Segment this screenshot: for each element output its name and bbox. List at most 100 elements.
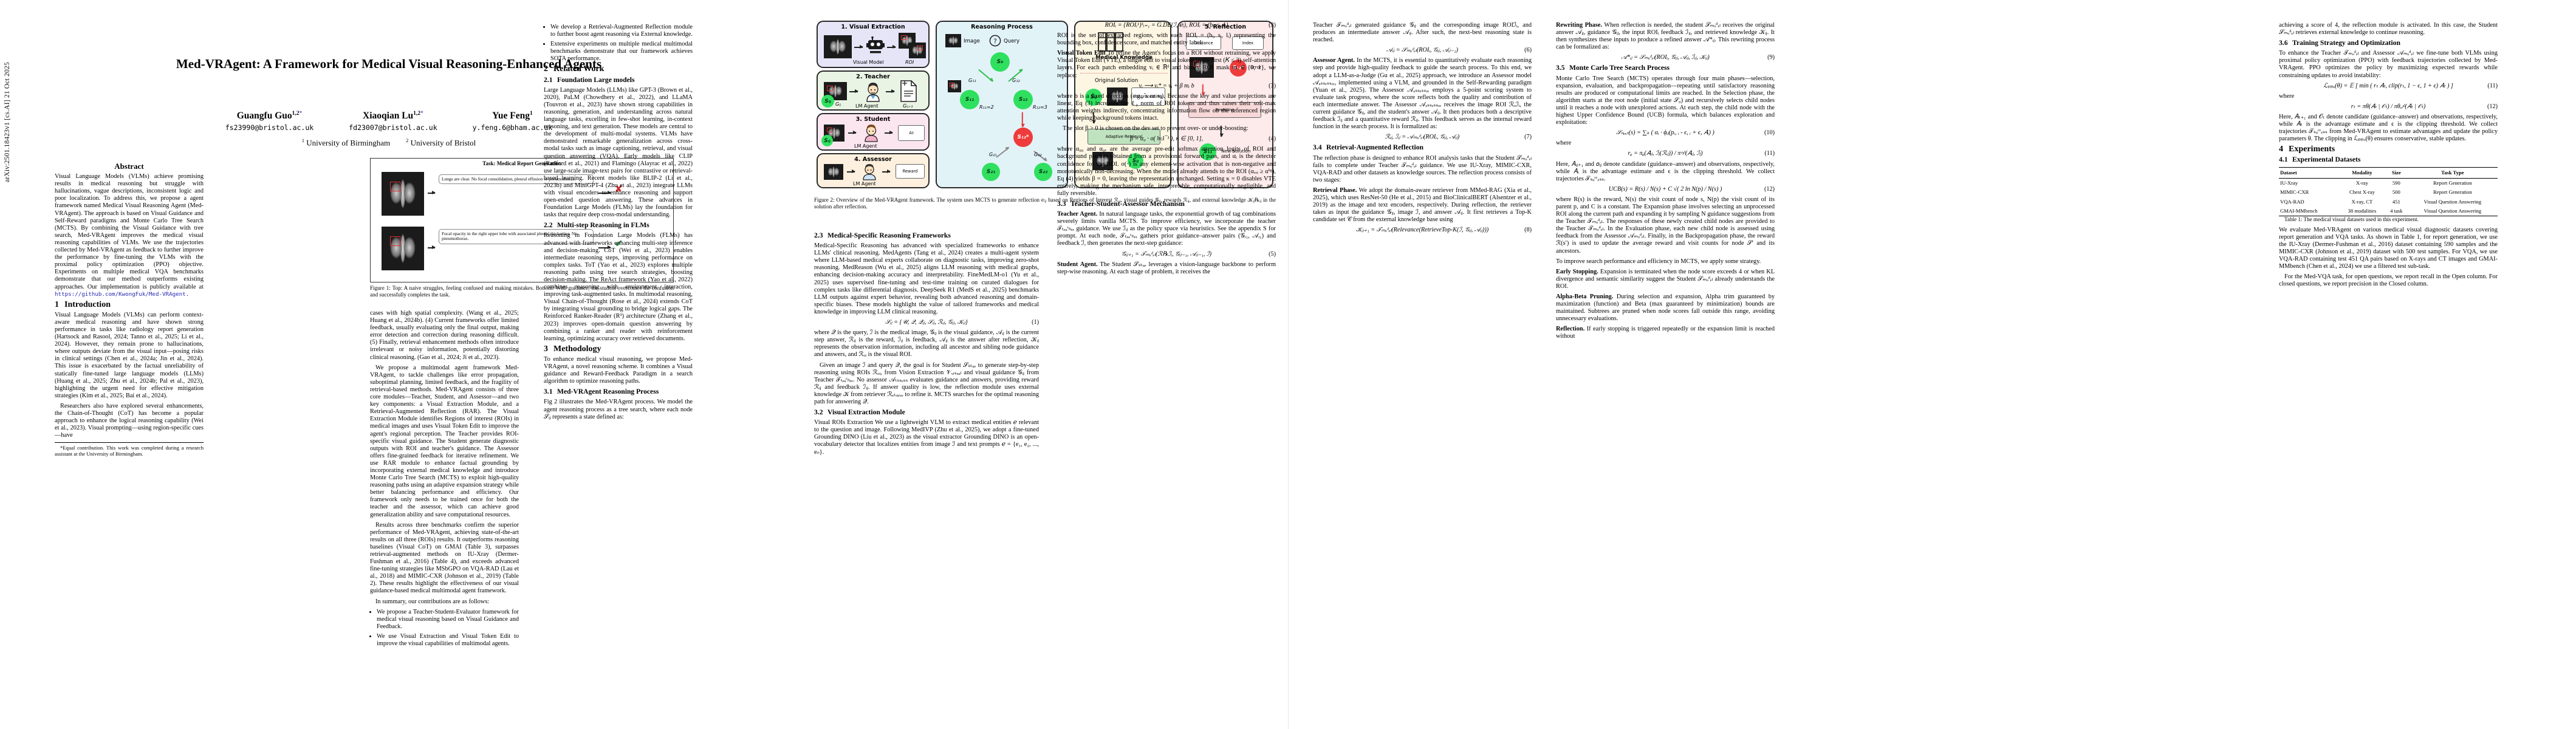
col7-para-3: Here, 𝐴ᵢⱼ₊₁ and 𝑜ᵢⱼ denote candidate (gu… — [1556, 160, 1775, 182]
figure-1-caption: Figure 1: Top: A naive struggles, feelin… — [370, 285, 674, 298]
tree-edge — [978, 69, 993, 82]
state-node: Sᵢⱼ — [821, 135, 833, 146]
equation-13: ℒₚₚₒ(θ) = 𝔼 [ min ( rₜ 𝐴ₜ, clip(rₜ, 1 − … — [2323, 82, 2498, 89]
list-item: We propose a Teacher-Student-Evaluator f… — [377, 609, 519, 631]
table-row: GMAI-MMbench 38 modalities 4 task Visual… — [2279, 206, 2498, 216]
col8-para-2: Here, 𝐴ₜ₊₁ and 𝒪ₜ denote candidate (guid… — [2279, 113, 2498, 143]
panel-teacher: 2. Teacher Sᵢⱼ Gᵢⱼ LM Agent Gᵢⱼ₊₁ — [817, 70, 930, 111]
panel-title: 2. Teacher — [856, 74, 890, 80]
edge-label-g11: G₁₁ — [968, 78, 976, 83]
arrow-icon — [886, 89, 895, 93]
svg-text:?: ? — [993, 38, 997, 46]
equation-3: vᵢ ⟶ vᵢ* = vᵢ + β mᵢ b(3) — [1139, 82, 1276, 89]
query-icon: ? — [989, 35, 1001, 50]
panel-title: 3. Student — [855, 116, 891, 123]
equation-11: rᵨ = πᵨ(𝐴ᵢⱼ, ℐⱼ(ℛᵢⱼ)) / πᵊₗᵈ(𝐴ᵢⱼ, ℐⱼ)(11… — [1628, 150, 1775, 157]
xray-thumb — [1107, 87, 1128, 106]
visual-model-label: Visual Model — [853, 60, 884, 65]
table-row: IU-Xray X-ray 590 Report Generation — [2280, 180, 2472, 187]
arrow-icon — [882, 169, 891, 173]
column-5: ROIᵢ = {ROIᵢ¹}ᵏᵢ₌₁ = G.DE(ℐ, ℯᵢ), ROIᵢ =… — [1057, 22, 1276, 720]
col5-para-1: ROI is the set of extracted regions, wit… — [1057, 32, 1276, 47]
abstract-url[interactable]: https://github.com/KwongFuk/Med-VRAgent. — [55, 290, 190, 298]
col4-para-1: Medical-Specific Reasoning has advanced … — [814, 242, 1039, 315]
state-node: Sᵢⱼ — [821, 95, 834, 108]
section-1-para-1: Visual Language Models (VLMs) can perfor… — [55, 311, 204, 399]
column-3: We develop a Retrieval-Augmented Reflect… — [544, 22, 693, 720]
tree-node-s11: S₁₁ — [960, 90, 979, 109]
col5-para-6: Teacher Agent. In natural language tasks… — [1057, 211, 1276, 247]
roi-box — [390, 182, 400, 191]
col7-para-4: where R(s) is the reward, N(s) the visit… — [1556, 196, 1775, 255]
col2-para-4: In summary, our contributions are as fol… — [375, 598, 490, 605]
col5-para-2: Visual Token Edit To refine the Agent's … — [1057, 50, 1276, 79]
xray-roi-thumb — [948, 80, 961, 92]
preprocessing-chip: Preprocessing — [1131, 87, 1165, 106]
student-icon — [862, 123, 881, 142]
col7-where-label: where — [1556, 140, 1572, 147]
equation-7: ℛᵢⱼ, ℐᵢⱼ = 𝒜ₘₒᵈₑₗ(ROIᵢ, 𝒢ᵢⱼ, 𝒜ᵢⱼ)(7) — [1385, 134, 1532, 141]
col8-para-0: achieving a score of 4, the reflection m… — [2279, 22, 2498, 36]
col6-para-2: The reflection phase is designed to enha… — [1313, 154, 1532, 183]
roi-box — [827, 86, 833, 91]
author-email: fs23990@bristol.ac.uk — [225, 123, 314, 132]
guidance-chip: Guidance — [1186, 36, 1221, 50]
equation-8: 𝒦ᵢⱼ₊₁ = 𝒯ₘₒᵈₑₗ(Relevance(RetrieveTop-K(ℐ… — [1355, 227, 1532, 234]
xray-thumb-bottom — [382, 227, 424, 270]
col2-para-1: cases with high spatial complexity. (Wan… — [370, 310, 519, 361]
roi-box — [390, 236, 400, 246]
col8-para-1: To enhance the Teacher 𝒯ₘₒᵈₑₗ and Assess… — [2279, 50, 2498, 79]
list-item: We develop a Retrieval-Augmented Reflect… — [550, 24, 693, 38]
tree-edge-error — [1022, 112, 1023, 127]
column-header-modality: Modality — [2338, 166, 2385, 179]
xray-thumb — [1190, 57, 1214, 78]
col4-para-4: Visual ROIs Extraction We use a lightwei… — [814, 419, 1039, 456]
state-node: Sᵢⱼ — [1128, 153, 1143, 169]
assessor-icon — [860, 162, 879, 180]
rewriting-chip: Rewriting — [1188, 102, 1261, 118]
edge-label-g21: G₂₁ — [989, 152, 997, 157]
col8-where-label: where — [2279, 92, 2295, 100]
image-label: Image — [964, 38, 980, 44]
table-1-caption: Table 1: The medical visual datasets use… — [2284, 216, 2419, 222]
state-node: Sᵢⱼ — [1085, 89, 1102, 106]
equation-1: 𝒮ᵢⱼ = {𝒰, 𝒬, 𝒬ᵢⱼ, 𝒮ᵢⱼ, ℛᵢⱼ, 𝒢ᵢⱼ, 𝒦ᵢⱼ}(1) — [885, 319, 1039, 326]
arrow-icon — [848, 131, 857, 134]
column-6: Teacher 𝒯ₘₒᵈₑₗ generated guidance 𝒢ᵢⱼ an… — [1313, 22, 1532, 720]
tree-node-root: S₀ — [990, 52, 1010, 72]
table-row: MIMIC-CXR Chest X-ray 500 Report Generat… — [2280, 189, 2472, 196]
col5-para-3: where b is a fixed direction (e.g., ̂s o… — [1057, 92, 1276, 122]
equation-12: UCB(s) = R(s) / N(s) + C √( 2 ln N(p) / … — [1608, 185, 1775, 193]
arrow-icon — [887, 45, 896, 49]
panel-visual-extraction: 1. Visual Extraction Visual Model ROI — [817, 21, 930, 68]
section-3-1-para: Fig 2 illustrates the Med-VRAgent proces… — [544, 399, 693, 420]
author-email: fd23007@bristol.ac.uk — [349, 123, 437, 132]
col8-para-4: For the Med-VQA task, for open questions… — [2279, 273, 2498, 288]
error-node: S₁₂* — [1230, 60, 1247, 77]
document-icon — [899, 80, 917, 102]
equation-9: 𝒜*ᵢⱼ = 𝒮ₘₒᵈₑₗ(ROIᵢ, 𝒢ᵢⱼ, 𝒜ᵢⱼ, ℐᵢⱼ, 𝒦ᵢⱼ)(… — [1621, 54, 1775, 61]
figure-1-title: Task: Medical Report Generation — [482, 160, 561, 166]
roi-box — [950, 83, 954, 87]
books-icon — [1097, 32, 1124, 55]
tree-node-s21: S₂₁ — [982, 163, 1000, 181]
arrow-icon — [854, 45, 863, 49]
equation-2: ROIᵢ = {ROIᵢ¹}ᵏᵢ₌₁ = G.DE(ℐ, ℯᵢ), ROIᵢ =… — [1105, 22, 1276, 29]
datasets-table: Dataset Modality Size Task Type IU-Xray … — [2279, 166, 2498, 216]
author-name: Xiaoqian Lu1,2* — [363, 111, 423, 122]
col4-para-2: where 𝒬 is the query, ℐ is the medical i… — [814, 329, 1039, 358]
equation-5: 𝒢ᵢⱼ₊₁ = 𝒯ₘₒᵈₑₗ(ℛ℞ℐᵢ, 𝒢ᵢⱼ₋₁, 𝒜ᵢⱼ₋₁, ℐ)(5) — [1121, 250, 1276, 258]
abstract-body: Visual Language Models (VLMs) achieve pr… — [55, 173, 204, 298]
adaptive-retrieval-chip: Adaptive Retrieval — [1088, 129, 1160, 145]
footnote: *Equal contribution. This work was compl… — [55, 442, 204, 457]
panel-reasoning-process: Reasoning Process Image ? Query S₀ S₁₁ S… — [936, 21, 1068, 188]
author-entry: Xiaoqian Lu1,2* fd23007@bristol.ac.uk — [349, 111, 437, 132]
